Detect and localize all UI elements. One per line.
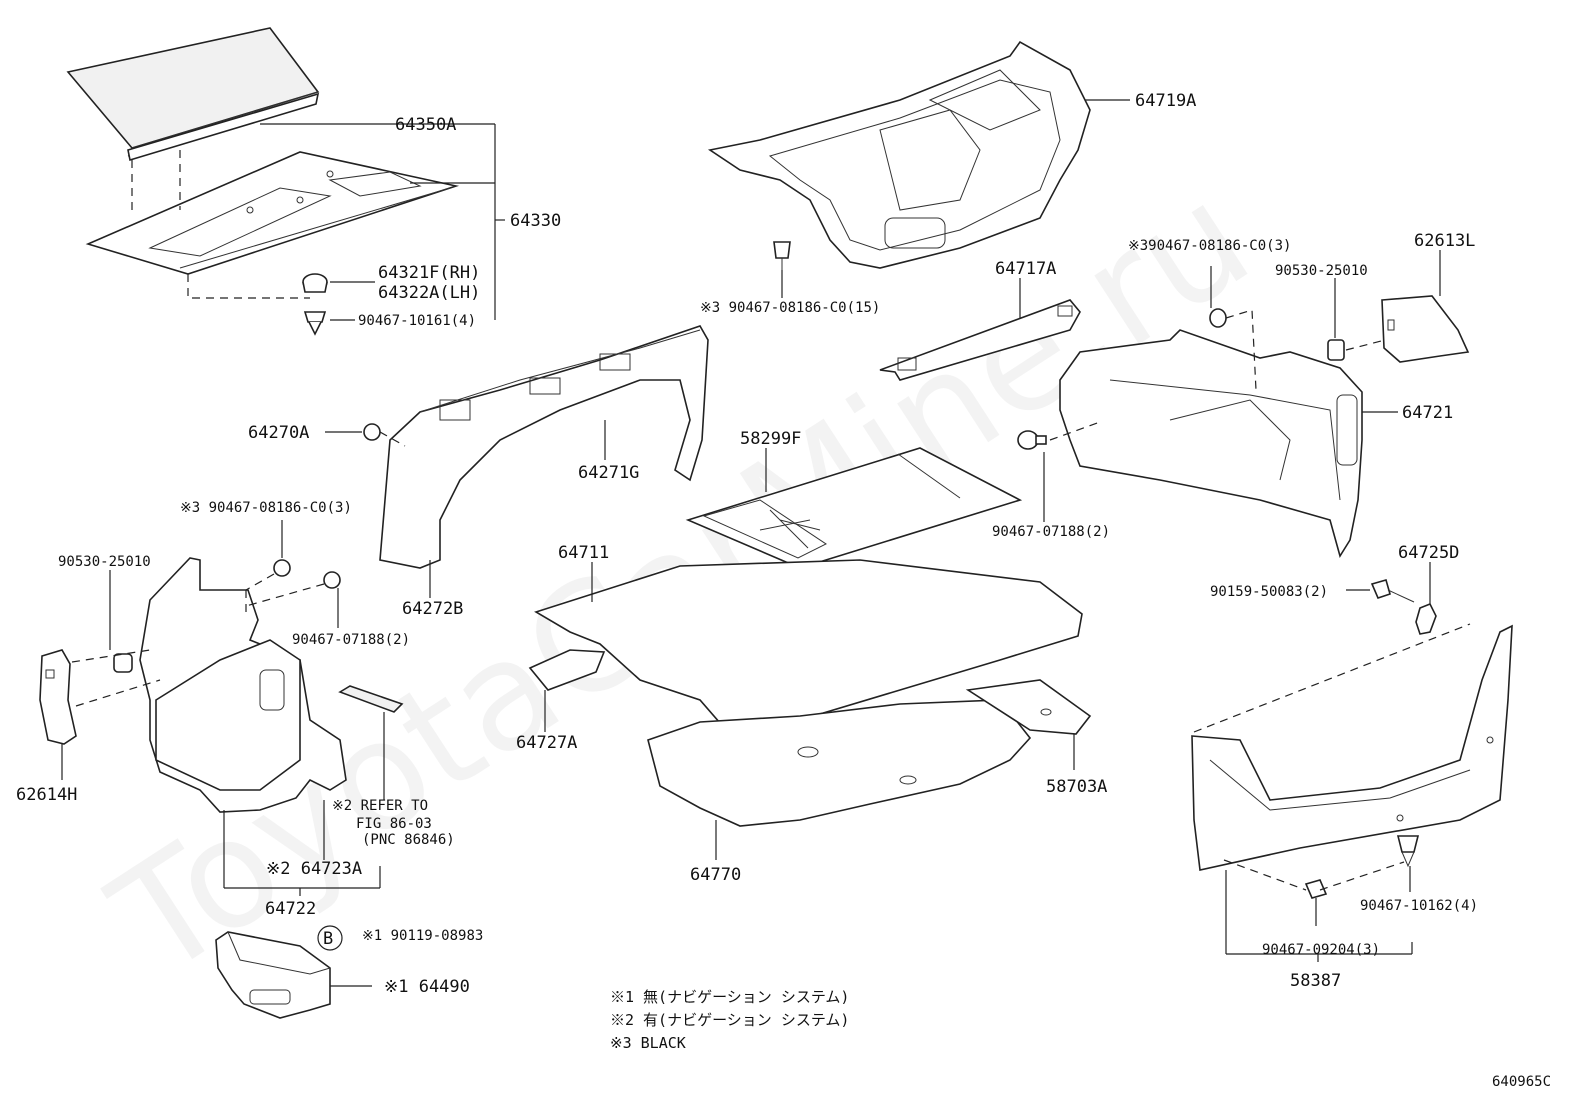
part-64770-board — [647, 699, 1032, 827]
figure-code: 640965C — [1492, 1074, 1551, 1090]
part-64721-right-lining — [1059, 329, 1363, 558]
label-58703A: 58703A — [1046, 777, 1107, 797]
part-reflector-strip — [338, 685, 404, 713]
part-64490-tray — [215, 931, 331, 1019]
note-1: ※1 無(ナビゲーション システム) — [610, 988, 849, 1006]
note-3: ※3 BLACK — [610, 1034, 686, 1052]
part-62614H-bracket — [39, 649, 77, 745]
label-circle-b: B — [323, 929, 333, 949]
label-64490: ※1 64490 — [384, 977, 470, 997]
label-90467-07188-right: 90467-07188(2) — [992, 524, 1110, 540]
label-64330: 64330 — [510, 211, 561, 231]
label-64270A: 64270A — [248, 423, 309, 443]
part-90467-07188-right — [1017, 430, 1047, 450]
part-64725D-hook — [1415, 602, 1437, 635]
label-64717A: 64717A — [995, 259, 1056, 279]
circle-marker-b — [317, 925, 343, 951]
part-90467-08186-clip-15 — [773, 241, 791, 270]
part-62613L-bracket — [1381, 295, 1470, 363]
label-64322A: 64322A(LH) — [378, 283, 480, 303]
label-90467-10161: 90467-10161(4) — [358, 313, 476, 329]
label-62614H: 62614H — [16, 785, 77, 805]
part-64350A-cover — [66, 27, 320, 162]
label-90467-07188-left: 90467-07188(2) — [292, 632, 410, 648]
label-90467-09204: 90467-09204(3) — [1262, 942, 1380, 958]
label-90467-08186-3-right: ※390467-08186-C0(3) — [1128, 238, 1291, 254]
part-64330-shelf — [85, 151, 460, 275]
label-90530-25010-right: 90530-25010 — [1275, 263, 1368, 279]
label-64727A: 64727A — [516, 733, 577, 753]
label-90467-08186-15: ※3 90467-08186-C0(15) — [700, 300, 880, 316]
part-64321F-clip — [302, 273, 328, 293]
label-refer-1: ※2 REFER TO — [332, 798, 428, 814]
label-58299F: 58299F — [740, 429, 801, 449]
part-64711-mat — [534, 559, 1083, 747]
label-90159-50083: 90159-50083(2) — [1210, 584, 1328, 600]
label-90467-08186-3-left: ※3 90467-08186-C0(3) — [180, 500, 352, 516]
part-90530-25010-right — [1327, 339, 1345, 361]
label-90467-10162: 90467-10162(4) — [1360, 898, 1478, 914]
label-64770: 64770 — [690, 865, 741, 885]
note-2: ※2 有(ナビゲーション システム) — [610, 1011, 849, 1029]
label-64350A: 64350A — [395, 115, 456, 135]
part-64717A-strip — [879, 299, 1081, 381]
label-64321F: 64321F(RH) — [378, 263, 480, 283]
part-90467-10161-clip — [303, 311, 327, 336]
part-90467-08186-clip-3-left — [273, 559, 291, 577]
label-64272B: 64272B — [402, 599, 463, 619]
part-58703A — [965, 679, 1092, 735]
label-62613L: 62613L — [1414, 231, 1475, 251]
label-refer-2: FIG 86-03 — [356, 816, 432, 832]
part-90467-07188-left — [323, 571, 341, 589]
part-58299F-net — [685, 447, 1023, 569]
part-64271G-trim — [379, 325, 709, 569]
part-64270A-clip — [363, 423, 381, 441]
label-90119-08983: ※1 90119-08983 — [362, 928, 483, 944]
part-64719A-lid-lining — [707, 40, 1091, 269]
part-64722-left-lining — [139, 557, 347, 813]
label-64722: 64722 — [265, 899, 316, 919]
part-64727A — [528, 649, 606, 691]
label-64725D: 64725D — [1398, 543, 1459, 563]
part-90159-50083-bolt — [1370, 579, 1415, 603]
label-64271G: 64271G — [578, 463, 639, 483]
label-64721: 64721 — [1402, 403, 1453, 423]
part-90530-25010-left — [113, 653, 133, 673]
label-refer-3: (PNC 86846) — [362, 832, 455, 848]
label-58387: 58387 — [1290, 971, 1341, 991]
part-58387-rear-trim — [1191, 624, 1513, 871]
part-90467-08186-clip-3-right — [1209, 308, 1227, 328]
label-64719A: 64719A — [1135, 91, 1196, 111]
part-90467-10162-clip — [1396, 835, 1420, 868]
label-90530-25010-left: 90530-25010 — [58, 554, 151, 570]
label-64723A: ※2 64723A — [266, 859, 362, 879]
label-64711: 64711 — [558, 543, 609, 563]
part-90467-09204-clip — [1304, 879, 1328, 899]
